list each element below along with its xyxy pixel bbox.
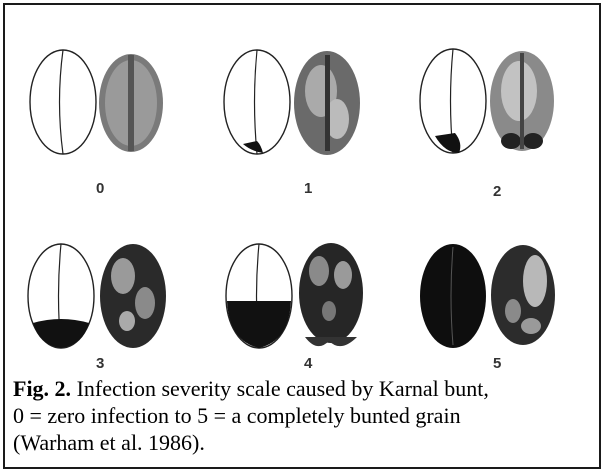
- severity-2-illustration: [415, 41, 600, 216]
- severity-0-cell: [23, 41, 208, 216]
- severity-2-cell: [415, 41, 600, 216]
- severity-label-3: 3: [96, 355, 104, 372]
- severity-scale-figure: 0 1: [5, 5, 599, 373]
- caption-line-1: Fig. 2. Infection severity scale caused …: [13, 375, 595, 402]
- caption-line-2: 0 = zero infection to 5 = a completely b…: [13, 402, 595, 429]
- caption-line-3: (Warham et al. 1986).: [13, 429, 595, 456]
- severity-label-2: 2: [493, 183, 501, 200]
- severity-0-illustration: [23, 41, 208, 216]
- caption-text-1: Infection severity scale caused by Karna…: [71, 376, 489, 401]
- severity-label-5: 5: [493, 355, 501, 372]
- figure-caption: Fig. 2. Infection severity scale caused …: [13, 375, 595, 456]
- figure-number: Fig. 2.: [13, 376, 71, 401]
- severity-label-0: 0: [96, 180, 104, 197]
- figure-frame: 0 1: [3, 3, 601, 469]
- severity-label-4: 4: [304, 355, 312, 372]
- severity-label-1: 1: [304, 180, 312, 197]
